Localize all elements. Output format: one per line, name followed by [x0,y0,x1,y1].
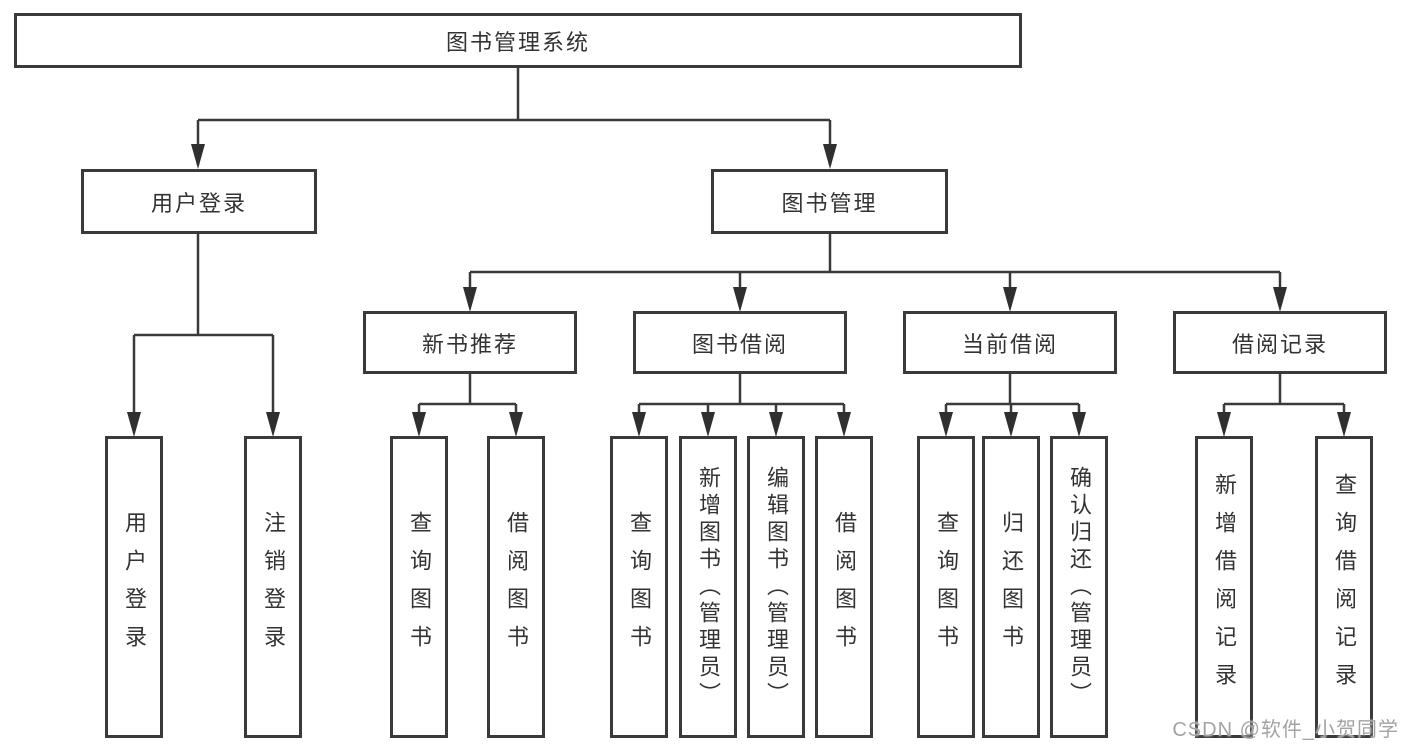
node-book-management: 图书管理 [711,169,948,234]
node-label: 图书管理 [781,190,878,216]
node-library-management-system: 图书管理系统 [14,13,1022,68]
leaf-label: 查询图书 [407,511,432,663]
csdn-watermark: CSDN @软件_小贺同学 [1172,719,1399,741]
leaf-label: 用户登录 [122,511,147,663]
leaf-user-login: 用户登录 [105,436,163,738]
node-book-borrowing: 图书借阅 [633,311,847,374]
node-label: 图书借阅 [691,331,788,357]
leaf-add-borrow-record: 新增借阅记录 [1195,436,1253,738]
leaf-label: 确认归还（管理员） [1067,465,1092,709]
leaf-logout: 注销登录 [244,436,302,738]
leaf-borrow-books-recommend: 借阅图书 [487,436,545,738]
node-label: 借阅记录 [1231,331,1328,357]
leaf-label: 编辑图书（管理员） [764,465,789,709]
leaf-label: 查询借阅记录 [1332,473,1357,701]
node-user-login: 用户登录 [81,169,317,234]
leaf-label: 新增借阅记录 [1212,473,1237,701]
leaf-label: 归还图书 [999,511,1024,663]
leaf-query-borrow-record: 查询借阅记录 [1315,436,1373,738]
node-borrowing-records: 借阅记录 [1173,311,1387,374]
leaf-add-book-admin: 新增图书（管理员） [679,436,737,738]
leaf-borrow-books-borrowing: 借阅图书 [815,436,873,738]
leaf-label: 新增图书（管理员） [696,465,721,709]
node-label: 当前借阅 [961,331,1058,357]
arrowheads [127,144,1351,437]
leaf-query-books-recommend: 查询图书 [390,436,448,738]
leaf-label: 借阅图书 [832,511,857,663]
node-label: 用户登录 [150,190,247,216]
leaf-return-books: 归还图书 [982,436,1040,738]
node-label: 图书管理系统 [445,29,590,55]
node-new-book-recommendation: 新书推荐 [363,311,577,374]
node-current-borrowing: 当前借阅 [903,311,1117,374]
leaf-query-books-borrowing: 查询图书 [610,436,668,738]
leaf-label: 查询图书 [627,511,652,663]
leaf-label: 查询图书 [934,511,959,663]
leaf-label: 借阅图书 [504,511,529,663]
leaf-query-books-current: 查询图书 [917,436,975,738]
leaf-confirm-return-admin: 确认归还（管理员） [1050,436,1108,738]
node-label: 新书推荐 [421,331,518,357]
leaf-label: 注销登录 [261,511,286,663]
leaf-edit-book-admin: 编辑图书（管理员） [747,436,805,738]
